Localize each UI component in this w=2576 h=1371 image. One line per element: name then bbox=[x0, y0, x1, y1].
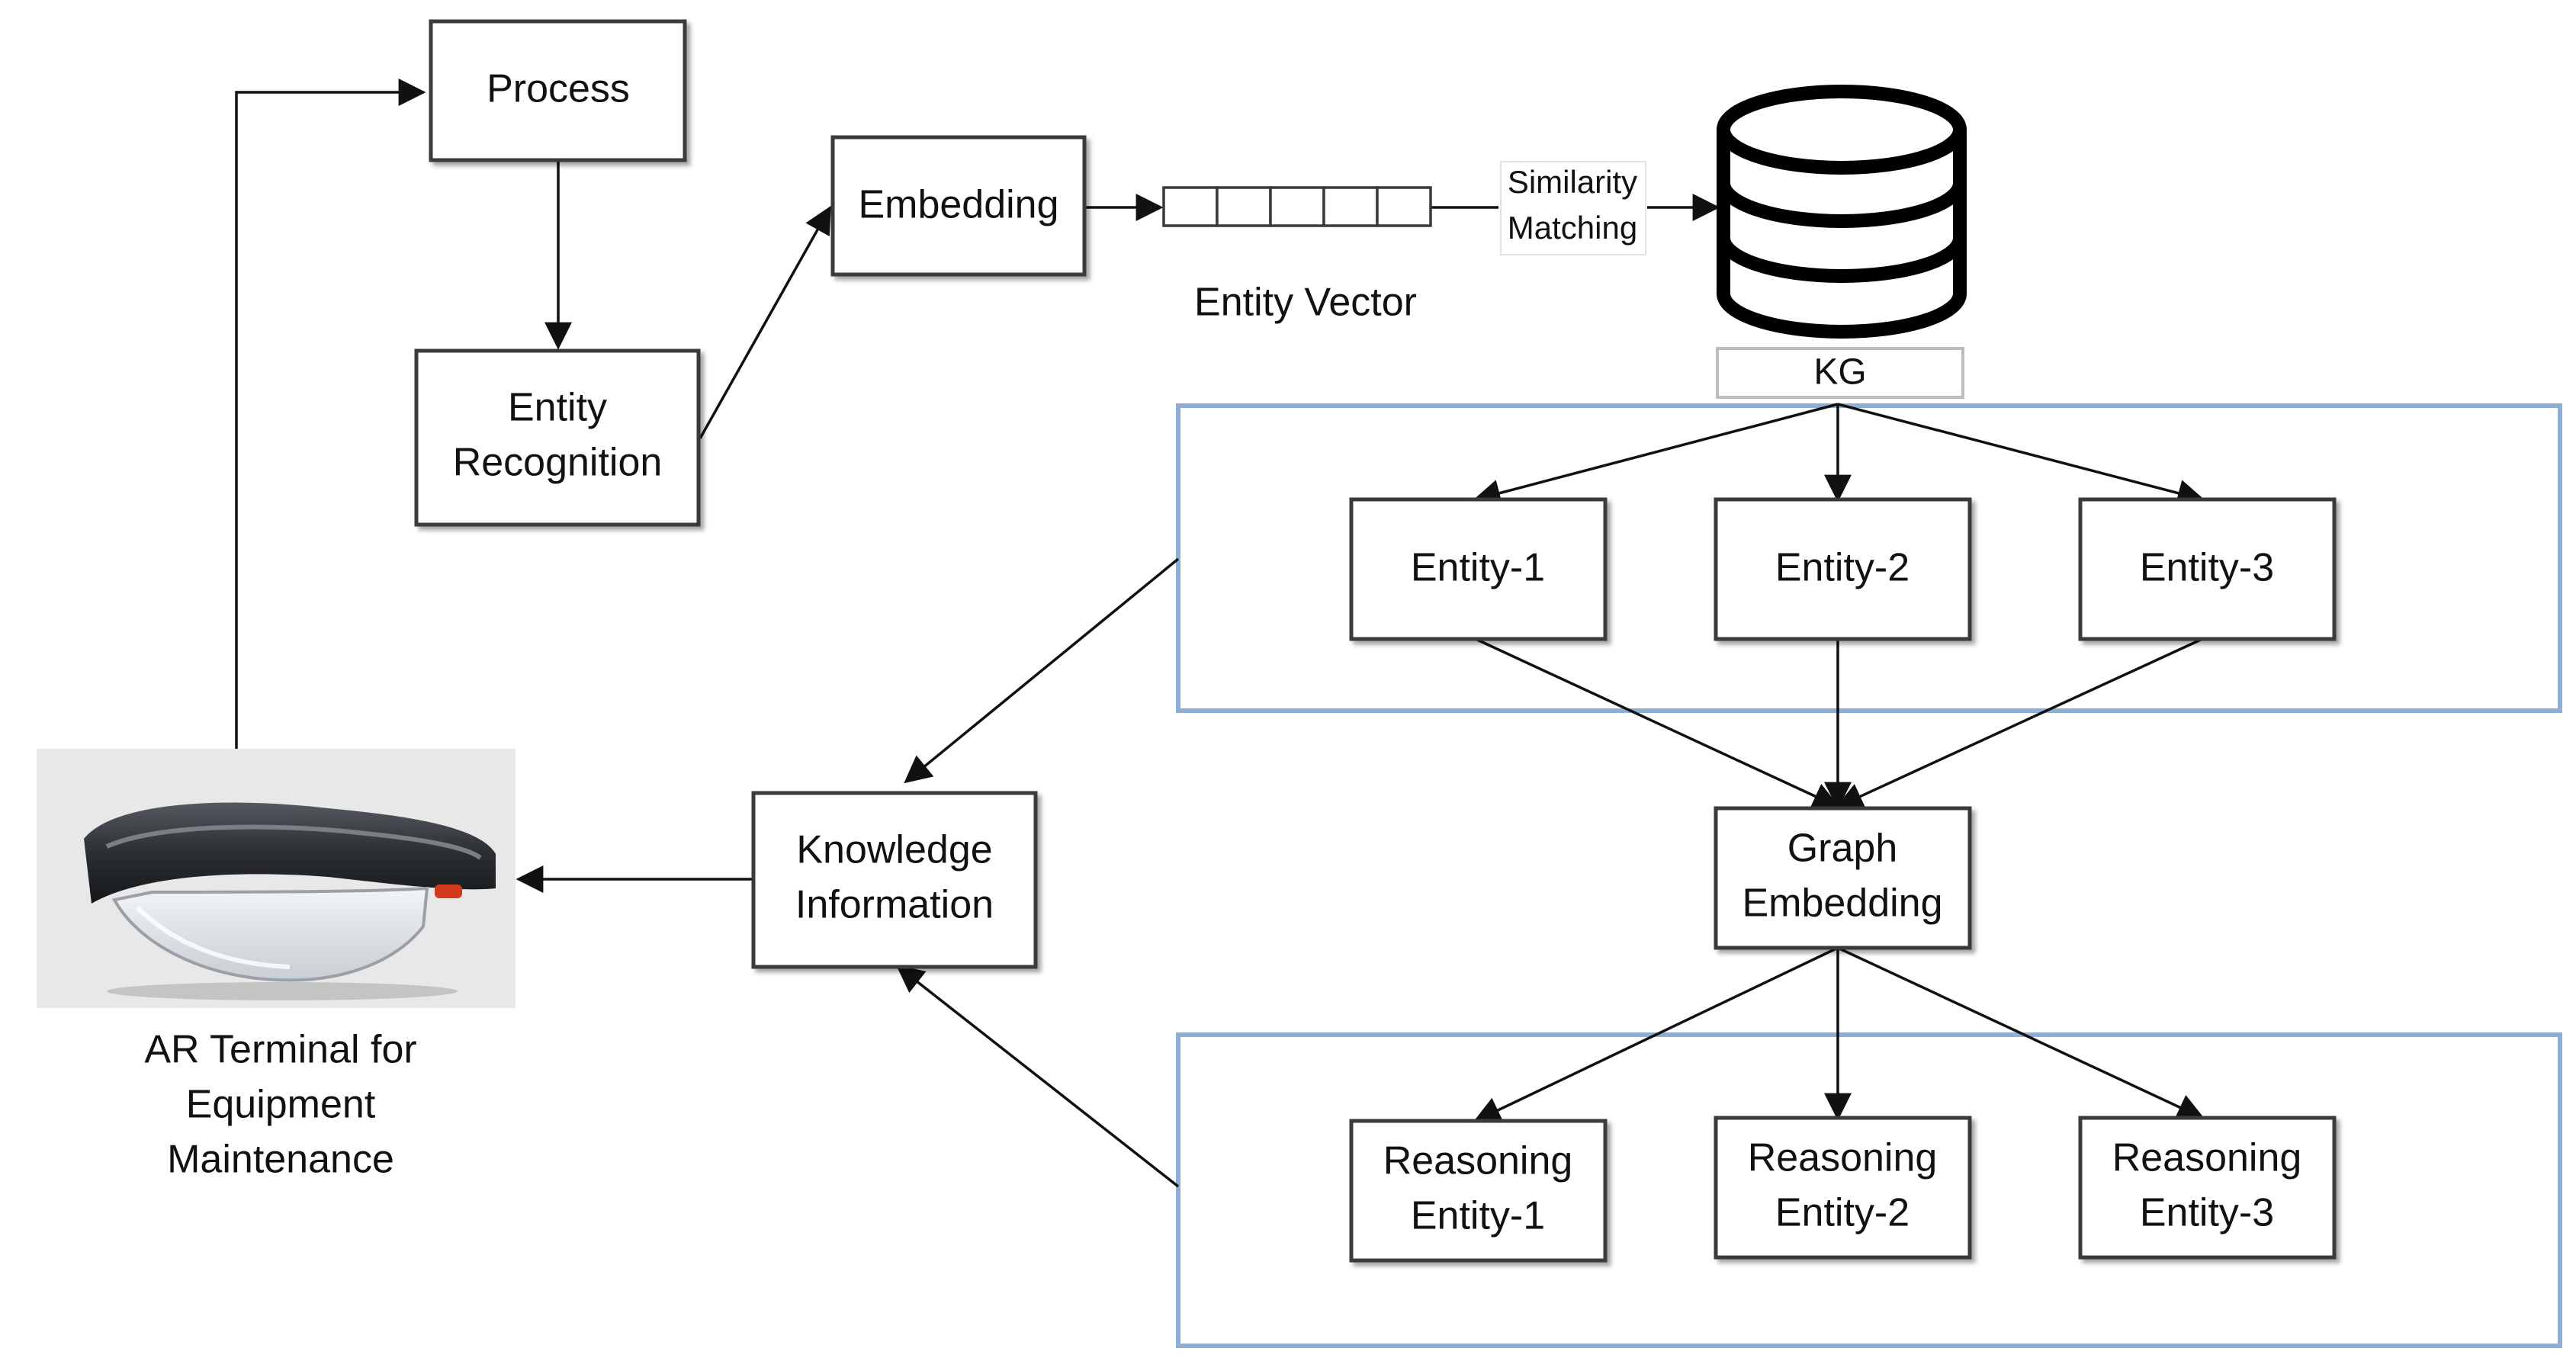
arrow-graph-to-reasoning-3 bbox=[1837, 946, 2205, 1120]
embedding-label: Embedding bbox=[858, 183, 1058, 227]
embedding-box bbox=[830, 135, 1087, 277]
ar-headset-image bbox=[37, 749, 516, 1008]
arrow-entity-1-to-graph bbox=[1475, 637, 1841, 809]
entity-vector-cells bbox=[1162, 186, 1432, 227]
arrow-ar-to-process bbox=[235, 79, 426, 749]
database-icon bbox=[1717, 85, 1967, 339]
connectors bbox=[235, 79, 2205, 1188]
reasoning-entity-2-label: Reasoning bbox=[1748, 1136, 1938, 1180]
entity-1-label: Entity-1 bbox=[1411, 546, 1545, 590]
entity-3-box bbox=[2078, 497, 2337, 641]
kg-label: KG bbox=[1813, 352, 1866, 393]
arrow-entity-group-to-knowledge bbox=[904, 557, 1180, 784]
graph-embedding-label: Graph bbox=[1787, 827, 1898, 871]
information-label: Information bbox=[795, 883, 994, 927]
arrow-kg-to-entity-3 bbox=[1837, 403, 2205, 507]
kg-label-box bbox=[1716, 347, 1964, 399]
reasoning-entity-3-label: Reasoning bbox=[2112, 1136, 2302, 1180]
arrow-entity-3-to-graph bbox=[1835, 637, 2203, 809]
ar-terminal-label-2: Equipment bbox=[186, 1083, 376, 1127]
entity-2-label: Entity-2 bbox=[1775, 546, 1910, 590]
reasoning-entity-1-label: Reasoning bbox=[1383, 1139, 1573, 1183]
reasoning-entity-2-label-2: Entity-2 bbox=[1775, 1191, 1910, 1235]
entity-1-box bbox=[1349, 497, 1608, 641]
process-box bbox=[429, 19, 687, 162]
reasoning-entity-2-box bbox=[1714, 1116, 1972, 1260]
process-label: Process bbox=[487, 67, 630, 111]
arrow-kg-to-entity-1 bbox=[1473, 403, 1839, 507]
reasoning-entity-3-label-2: Entity-3 bbox=[2140, 1191, 2274, 1235]
similarity-label: Similarity bbox=[1508, 164, 1637, 200]
graph-embedding-label-2: Embedding bbox=[1742, 881, 1942, 926]
similarity-matching-bg bbox=[1500, 161, 1646, 255]
matching-label: Matching bbox=[1508, 210, 1637, 246]
graph-embedding-box bbox=[1714, 806, 1972, 950]
entity-recognition-label-2: Recognition bbox=[453, 441, 663, 485]
ar-terminal-label: AR Terminal for bbox=[144, 1028, 416, 1072]
entity-vector-label: Entity Vector bbox=[1194, 281, 1417, 325]
arrow-reasoning-group-to-knowledge bbox=[896, 965, 1180, 1188]
reasoning-group-frame bbox=[1176, 1032, 2562, 1348]
entity-recognition-box bbox=[414, 348, 701, 527]
entity-recognition-label: Entity bbox=[508, 386, 607, 430]
knowledge-information-box bbox=[751, 791, 1038, 969]
arrow-recognition-to-embedding bbox=[699, 205, 831, 439]
reasoning-entity-3-box bbox=[2078, 1116, 2337, 1260]
entity-2-box bbox=[1714, 497, 1972, 641]
reasoning-entity-1-box bbox=[1349, 1119, 1608, 1263]
knowledge-label: Knowledge bbox=[796, 828, 992, 872]
ar-terminal-label-3: Maintenance bbox=[167, 1138, 394, 1182]
arrow-graph-to-reasoning-1 bbox=[1473, 946, 1839, 1123]
reasoning-entity-1-label-2: Entity-1 bbox=[1411, 1194, 1545, 1238]
entity-3-label: Entity-3 bbox=[2140, 546, 2274, 590]
entity-group-frame bbox=[1176, 403, 2562, 713]
